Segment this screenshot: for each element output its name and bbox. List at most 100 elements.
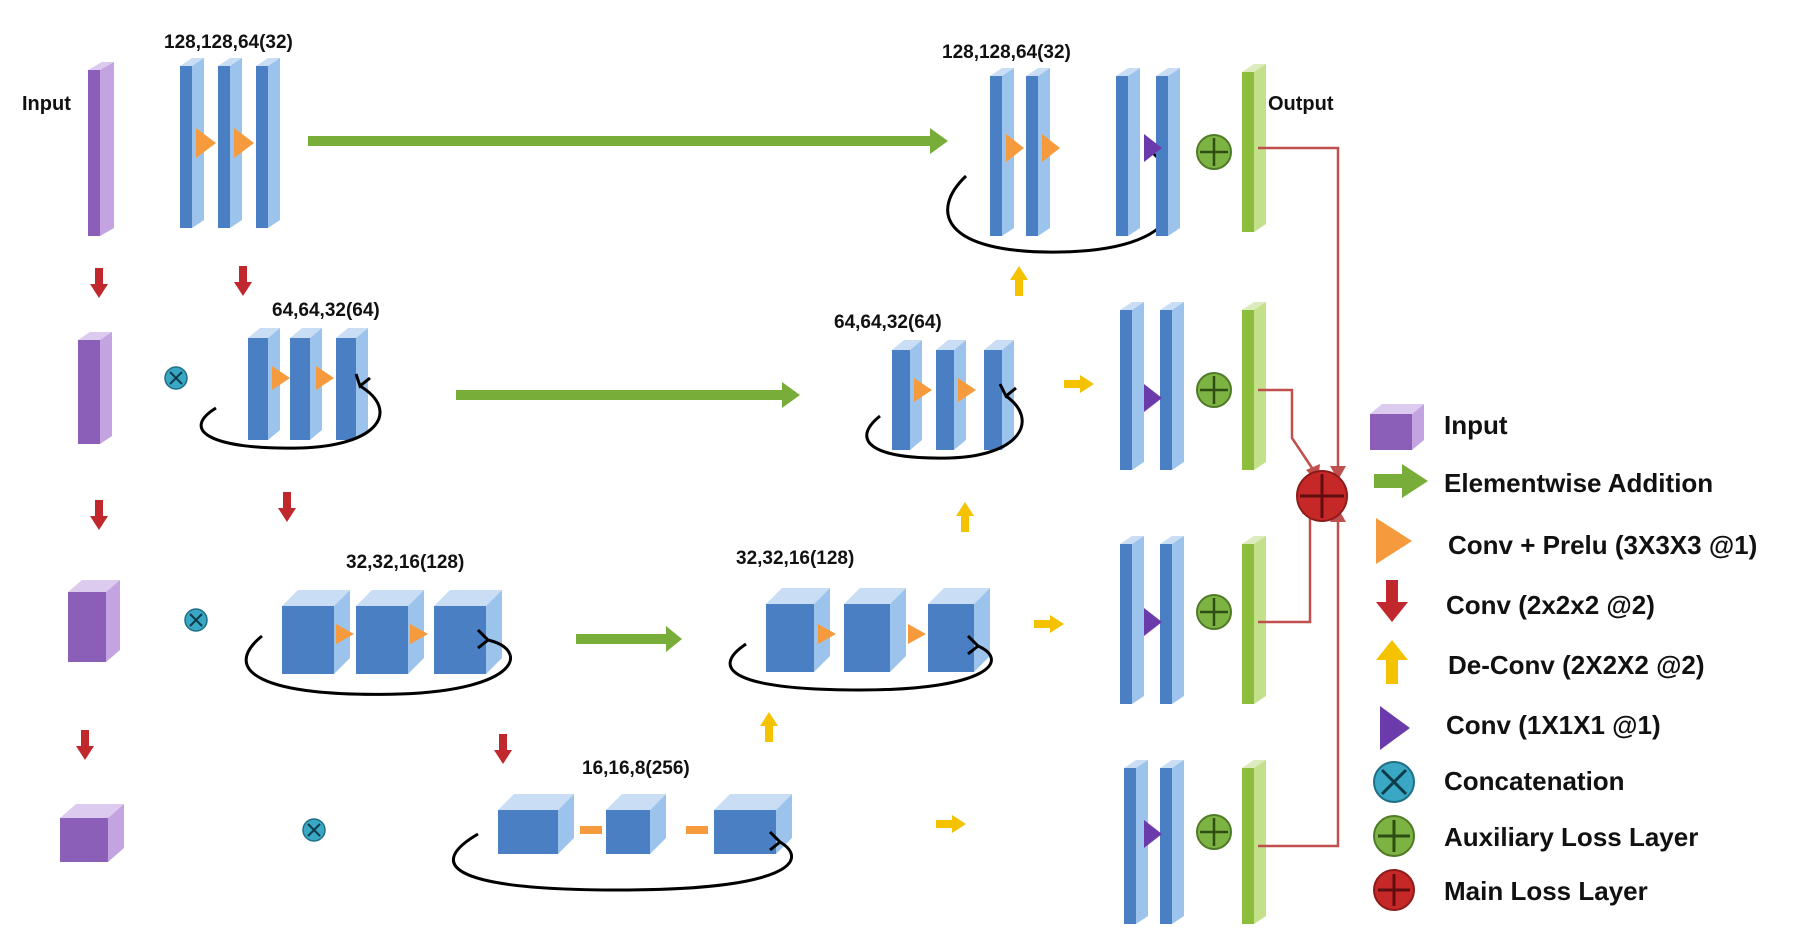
yellow-right-arrow-icon (1064, 375, 1094, 393)
conv-1x1-icon (1144, 134, 1162, 162)
residual-loop (452, 832, 794, 892)
feature-block (1116, 68, 1140, 236)
red-down-arrow-icon (90, 268, 108, 298)
conv-prelu-icon (818, 624, 836, 644)
legend-item-main-loss: Main Loss Layer (1373, 869, 1648, 911)
legend-item-auxiliary-loss: Auxiliary Loss Layer (1373, 815, 1698, 857)
red-down-arrow-icon (90, 500, 108, 530)
feature-block (606, 794, 666, 854)
concatenation-icon (164, 366, 188, 390)
concatenation-icons (164, 366, 326, 842)
input-volume-level-4 (60, 804, 124, 862)
dim-label-encoder-2: 64,64,32(64) (272, 300, 380, 321)
output-stage-level-4 (1124, 760, 1266, 924)
conv-prelu-icon (580, 826, 602, 834)
legend-label: Conv (1X1X1 @1) (1446, 710, 1661, 740)
legend-item-input: Input (1370, 404, 1508, 450)
encoder-level-4 (452, 794, 794, 892)
auxiliary-loss-icon (1196, 594, 1232, 630)
upsample-arrows (760, 266, 1094, 833)
feature-block (1120, 536, 1144, 704)
conv-prelu-icon (1006, 134, 1024, 162)
residual-loop (946, 159, 1176, 254)
purple-cube-icon (1370, 404, 1424, 450)
elementwise-addition-arrow (456, 382, 800, 408)
output-volume (1242, 760, 1266, 924)
decoder-level-1 (946, 68, 1176, 254)
conv-prelu-icon (1042, 134, 1060, 162)
output-stage-level-1 (1116, 64, 1266, 236)
feature-block (256, 58, 280, 228)
residual-arrowhead (768, 830, 783, 852)
encoder-level-3 (244, 590, 512, 696)
red-down-arrow-icon (76, 730, 94, 760)
yellow-up-arrow-icon (1376, 640, 1408, 684)
decoder-level-2 (865, 340, 1024, 460)
concatenation-icon (184, 608, 208, 632)
input-label: Input (22, 93, 71, 115)
feature-block (498, 794, 574, 854)
dim-label-encoder-3: 32,32,16(128) (346, 552, 464, 573)
auxiliary-loss-icon (1196, 372, 1232, 408)
conv-prelu-icon (196, 128, 216, 158)
encoder-level-1 (180, 58, 280, 228)
legend-item-elementwise-addition: Elementwise Addition (1374, 464, 1713, 498)
green-arrow-icon (1374, 464, 1428, 498)
legend-label: De-Conv (2X2X2 @2) (1448, 650, 1705, 680)
output-volume (1242, 536, 1266, 704)
red-down-arrow-icon (1376, 580, 1408, 622)
auxiliary-loss-icon (1196, 814, 1232, 850)
legend-label: Concatenation (1444, 766, 1625, 796)
feature-block (290, 328, 322, 440)
red-circle-plus-icon (1373, 869, 1415, 911)
feature-block (180, 58, 204, 228)
output-stage-level-2 (1120, 302, 1266, 470)
elementwise-addition-arrow (308, 128, 948, 154)
legend-label: Elementwise Addition (1444, 468, 1713, 498)
loss-connectors (1258, 146, 1340, 848)
yellow-up-arrow-icon (956, 502, 974, 532)
input-volume-level-3 (68, 580, 120, 662)
feature-block (984, 340, 1014, 450)
output-volume (1242, 302, 1266, 470)
conv-1x1-icon (1144, 384, 1162, 412)
dim-label-decoder-2: 64,64,32(64) (834, 312, 942, 333)
encoder-level-2 (199, 328, 382, 450)
feature-block (1160, 536, 1184, 704)
red-down-arrow-icon (494, 734, 512, 764)
conv-prelu-icon (410, 624, 428, 644)
skip-connections (308, 128, 948, 652)
yellow-right-arrow-icon (936, 815, 966, 833)
legend-item-conv-prelu: Conv + Prelu (3X3X3 @1) (1376, 518, 1757, 564)
feature-block (1156, 68, 1180, 236)
legend-label: Conv (2x2x2 @2) (1446, 590, 1655, 620)
legend-label: Conv + Prelu (3X3X3 @1) (1448, 530, 1757, 560)
dim-label-encoder-1: 128,128,64(32) (164, 32, 293, 53)
green-circle-plus-icon (1373, 815, 1415, 857)
feature-block (714, 794, 792, 854)
legend-item-concatenation: Concatenation (1373, 761, 1625, 803)
feature-block (1120, 302, 1144, 470)
residual-arrowhead (476, 628, 491, 650)
yellow-up-arrow-icon (760, 712, 778, 742)
conv-prelu-icon (234, 128, 254, 158)
feature-block (356, 590, 424, 674)
orange-triangle-icon (1376, 518, 1412, 564)
auxiliary-loss-icon (1196, 134, 1232, 170)
conv-prelu-icon (336, 624, 354, 644)
conv-prelu-icon (272, 366, 290, 390)
conv-1x1-icon (1144, 820, 1162, 848)
feature-block (844, 588, 906, 672)
residual-loop (199, 384, 382, 450)
dim-label-decoder-1: 128,128,64(32) (942, 42, 1071, 63)
dim-label-encoder-4: 16,16,8(256) (582, 758, 690, 779)
purple-triangle-icon (1380, 706, 1410, 750)
legend-label: Input (1444, 410, 1508, 440)
feature-block (928, 588, 990, 672)
elementwise-addition-arrow (576, 626, 682, 652)
feature-block (1160, 760, 1184, 924)
residual-arrowhead (998, 383, 1017, 399)
conv-prelu-icon (914, 378, 932, 402)
conv-prelu-icon (958, 378, 976, 402)
yellow-right-arrow-icon (1034, 615, 1064, 633)
